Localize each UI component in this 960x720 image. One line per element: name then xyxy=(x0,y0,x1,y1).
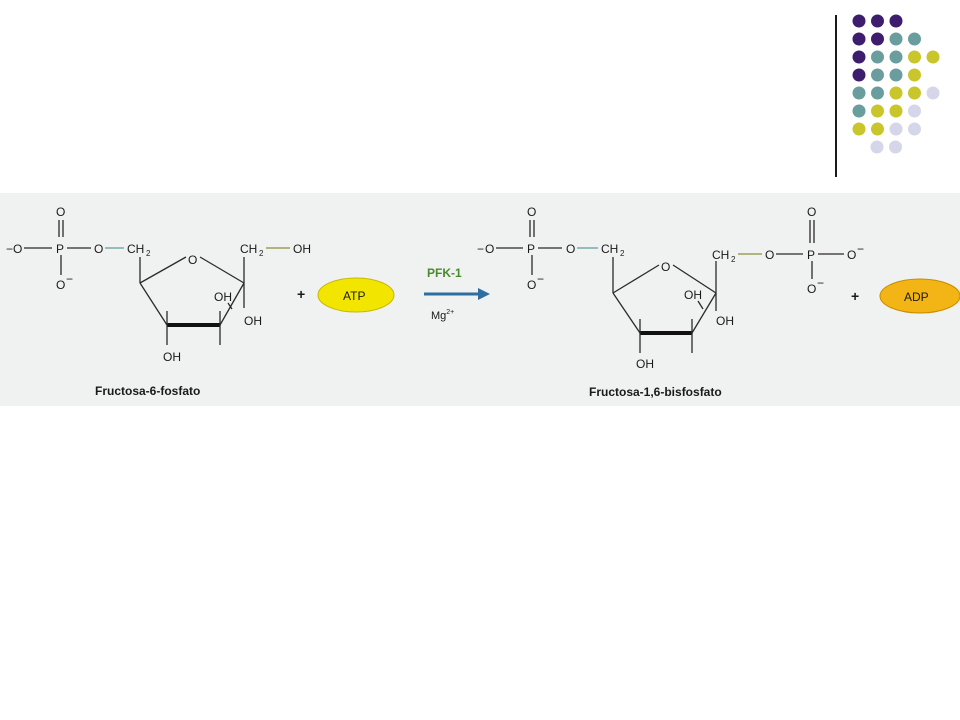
reaction-arrow: PFK-1 Mg2+ xyxy=(424,266,490,322)
decor-dot xyxy=(871,86,884,100)
decor-dot xyxy=(908,68,921,82)
decor-dot xyxy=(889,32,903,46)
atom-o-right: O xyxy=(847,248,856,262)
decor-dot xyxy=(852,32,866,46)
fructose-6-phosphate-structure: O − O P O − O CH 2 O xyxy=(6,205,311,398)
atom-o-top-right: O xyxy=(807,205,816,219)
plus-sign: + xyxy=(297,286,305,302)
atom-o-top: O xyxy=(56,205,65,219)
atom-oh-c3: OH xyxy=(684,288,702,302)
decor-dot xyxy=(852,104,866,118)
atom-oh-anomeric: OH xyxy=(293,242,311,256)
atom-o-bottom: O xyxy=(56,278,65,292)
atom-o-bottom-right: O xyxy=(807,282,816,296)
decor-dot xyxy=(926,86,940,100)
atp-label: ATP xyxy=(343,289,365,303)
atom-ring-o: O xyxy=(661,260,670,274)
atp-badge: ATP xyxy=(317,277,395,313)
atom-oh-c4: OH xyxy=(163,350,181,364)
decor-dot xyxy=(889,122,903,136)
atom-o-bridge-right: O xyxy=(765,248,774,262)
atom-p: P xyxy=(527,242,535,256)
decor-dot xyxy=(871,14,884,28)
decor-dot xyxy=(870,140,884,154)
product-name: Fructosa-1,6-bisfosfato xyxy=(589,385,722,399)
atom-o-bridge: O xyxy=(94,242,103,256)
atom-minus: − xyxy=(66,272,73,286)
decor-dot xyxy=(889,50,903,64)
atom-ch2-sub: 2 xyxy=(620,249,625,258)
atom-oh-c4: OH xyxy=(636,357,654,371)
decor-dot xyxy=(908,104,921,118)
reaction-svg: O − O P O − O CH 2 O xyxy=(6,205,960,399)
atom-minus: − xyxy=(537,272,544,286)
reaction-figure: O − O P O − O CH 2 O xyxy=(0,193,960,406)
plus-sign: + xyxy=(851,288,859,304)
atom-p: P xyxy=(56,242,64,256)
atom-oh-c3: OH xyxy=(214,290,232,304)
atom-o-left: O xyxy=(485,242,494,256)
decor-dot xyxy=(852,122,866,136)
decor-dot xyxy=(852,86,866,100)
decor-dot xyxy=(871,104,884,118)
atom-minus: − xyxy=(6,242,13,256)
atom-o-bridge: O xyxy=(566,242,575,256)
reactant-name: Fructosa-6-fosfato xyxy=(95,384,200,398)
atom-ch2-right: CH xyxy=(712,248,729,262)
atom-ch2: CH xyxy=(601,242,618,256)
atom-ch2-right-sub: 2 xyxy=(259,249,264,258)
decor-dot xyxy=(889,140,902,154)
atom-ch2-right: CH xyxy=(240,242,257,256)
decor-dot xyxy=(908,32,921,46)
enzyme-label: PFK-1 xyxy=(427,266,462,280)
atom-minus: − xyxy=(857,242,864,256)
ion-charge: 2+ xyxy=(446,309,454,316)
vertical-divider-line xyxy=(835,15,837,177)
decor-dot xyxy=(889,104,903,118)
decor-dot xyxy=(871,32,884,46)
atom-ch2-sub: 2 xyxy=(146,249,151,258)
ion-label: Mg2+ xyxy=(431,309,454,322)
decor-dot xyxy=(852,14,866,28)
atom-oh-c2: OH xyxy=(244,314,262,328)
atom-ch2-right-sub: 2 xyxy=(731,255,736,264)
decor-dot xyxy=(889,68,903,82)
decor-dot xyxy=(889,14,903,28)
decorative-dot-grid xyxy=(852,14,940,154)
decor-dot xyxy=(908,50,921,64)
atom-minus: − xyxy=(477,242,484,256)
decor-dot xyxy=(852,50,866,64)
decor-dot xyxy=(871,50,884,64)
decor-dot xyxy=(926,50,940,64)
atom-ch2: CH xyxy=(127,242,144,256)
atom-o-bottom: O xyxy=(527,278,536,292)
atom-minus: − xyxy=(817,276,824,290)
adp-badge: ADP xyxy=(879,278,960,314)
decor-dot xyxy=(908,86,921,100)
atom-ring-o: O xyxy=(188,253,197,267)
decor-dot xyxy=(889,86,903,100)
fructose-1-6-bisphosphate-structure: O − O P O − O CH 2 O xyxy=(477,205,864,399)
atom-p-right: P xyxy=(807,248,815,262)
adp-label: ADP xyxy=(904,290,929,304)
decor-dot xyxy=(871,68,884,82)
atom-o-left: O xyxy=(13,242,22,256)
decor-dot xyxy=(871,122,884,136)
decor-dot xyxy=(852,68,866,82)
ion-symbol: Mg xyxy=(431,310,446,322)
decor-dot xyxy=(908,122,921,136)
atom-oh-c2: OH xyxy=(716,314,734,328)
atom-o-top: O xyxy=(527,205,536,219)
